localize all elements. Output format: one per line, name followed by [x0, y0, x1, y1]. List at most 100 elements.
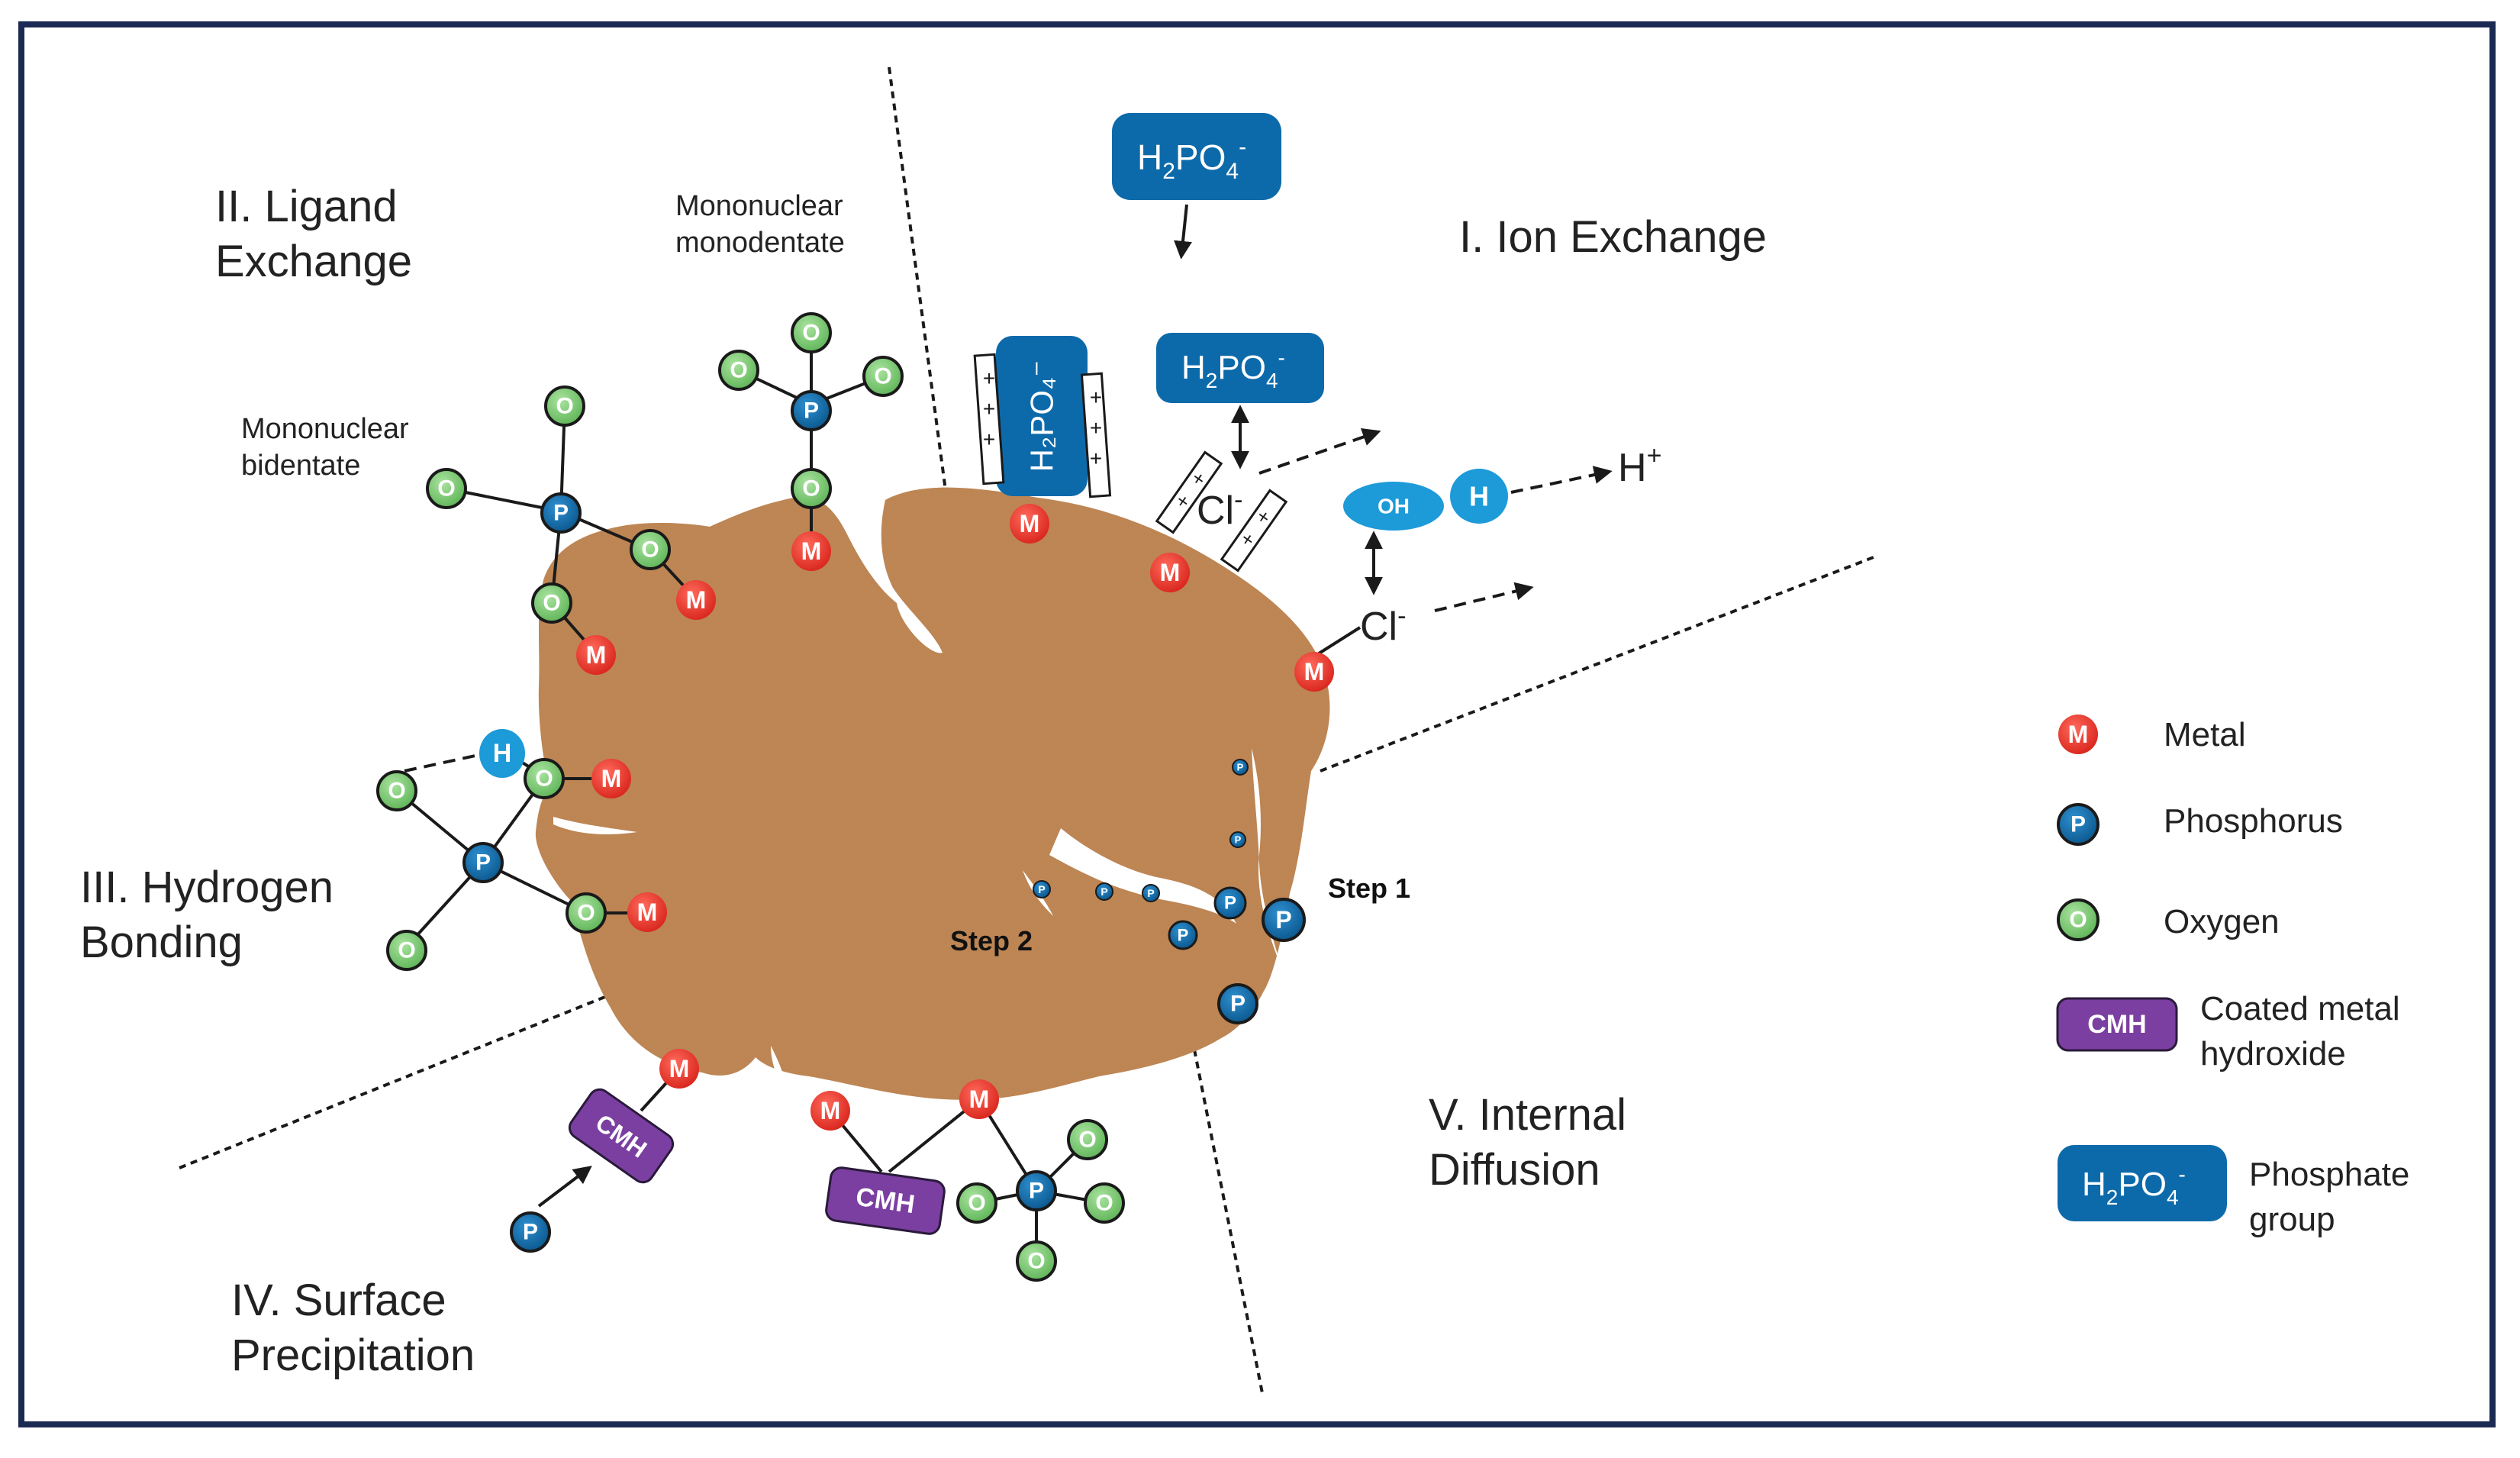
- legend-metal-label: Metal: [2164, 716, 2246, 753]
- divider-bottom: [1193, 1049, 1265, 1398]
- svg-text:P: P: [2070, 812, 2086, 837]
- oxygen-atom: O: [1084, 1182, 1125, 1224]
- hydrogen-atom: [479, 729, 525, 778]
- phosphorus-atom: P: [1016, 1170, 1057, 1211]
- svg-text:P: P: [1230, 992, 1245, 1017]
- legend-cmh-label-2: hydroxide: [2200, 1035, 2346, 1073]
- svg-text:P: P: [523, 1220, 538, 1245]
- arrow-p-to-cmh: [537, 1166, 592, 1208]
- phosphate-middle-label: H2PO4-: [1181, 346, 1285, 392]
- legend-oxygen-label: Oxygen: [2164, 903, 2280, 940]
- oxygen-atom: O: [791, 468, 832, 509]
- legend-oxygen-icon: [2057, 898, 2099, 941]
- phosphate-bound: [996, 336, 1088, 496]
- metal-atom: M: [1294, 652, 1334, 692]
- positive-plate-cl-right: + +: [1220, 489, 1288, 573]
- label-hydrogen-bonding-2: Bonding: [80, 918, 243, 967]
- svg-text:+: +: [1090, 385, 1102, 409]
- label-mononuclear-monodentate-2: monodentate: [675, 227, 845, 259]
- svg-text:+: +: [1090, 447, 1102, 470]
- oxygen-atom: O: [376, 770, 417, 811]
- divider-right: [1320, 556, 1874, 773]
- svg-text:O: O: [874, 364, 891, 389]
- legend-phosphate-label-1: Phosphate: [2249, 1156, 2409, 1193]
- divider-top: [888, 66, 948, 497]
- svg-text:O: O: [1027, 1249, 1045, 1274]
- phosphate-top: [1112, 113, 1281, 200]
- svg-text:O: O: [730, 358, 747, 383]
- svg-text:M: M: [969, 1085, 990, 1113]
- svg-text:O: O: [802, 321, 820, 346]
- phosphorus-atom: P: [1262, 898, 1306, 942]
- metal-atom: M: [591, 759, 631, 798]
- arrow-proton-release: [1510, 466, 1613, 494]
- legend-item-oxygen: O Oxygen: [2057, 898, 2280, 941]
- phosphorus-atom: P: [1142, 884, 1160, 902]
- svg-text:M: M: [820, 1097, 841, 1124]
- svg-text:P: P: [1275, 906, 1291, 934]
- internal-diffusion-group: V. Internal Diffusion Step 1 Step 2 P P …: [950, 759, 1626, 1195]
- legend-item-phosphorus: P Phosphorus: [2057, 802, 2343, 846]
- svg-text:P: P: [1147, 887, 1154, 899]
- crack-left: [553, 817, 637, 834]
- svg-text:O: O: [802, 476, 820, 502]
- phosphorus-atom: P: [791, 390, 832, 431]
- positive-plate-right: + + +: [1080, 372, 1112, 498]
- svg-text:O: O: [577, 901, 595, 926]
- arrow-phosphate-down: [1174, 204, 1192, 260]
- adsorbent-particle: [535, 487, 1330, 1100]
- svg-text:M: M: [2068, 721, 2089, 748]
- section-dividers: [179, 66, 1874, 1398]
- svg-text:+: +: [983, 427, 995, 451]
- legend-item-metal: M Metal: [2058, 714, 2246, 754]
- legend-cmh-label-1: Coated metal: [2200, 990, 2400, 1027]
- legend-item-cmh: CMH Coated metal hydroxide: [2056, 990, 2400, 1073]
- svg-text:M: M: [669, 1055, 690, 1082]
- bond-m-cl: [1315, 626, 1362, 656]
- pore-step2: [1049, 828, 1236, 924]
- proton: H+: [1618, 441, 1661, 490]
- phosphorus-atom: P: [1217, 983, 1258, 1024]
- metal-atom: M: [1150, 553, 1190, 592]
- phosphorus-atom: P: [1229, 831, 1246, 848]
- crack-bottom: [771, 1046, 786, 1095]
- oxygen-atom: O: [862, 356, 904, 397]
- label-surface-precipitation-1: IV. Surface: [231, 1276, 446, 1325]
- svg-text:O: O: [388, 779, 405, 804]
- particle-body: [535, 487, 1330, 1100]
- label-mononuclear-bidentate-1: Mononuclear: [241, 413, 409, 445]
- svg-text:H2PO4-: H2PO4-: [2082, 1163, 2186, 1209]
- legend-phosphorus-icon: [2057, 803, 2099, 846]
- svg-text:P: P: [1237, 762, 1244, 773]
- phosphorus-atom: P: [1168, 920, 1198, 950]
- svg-text:+: +: [1090, 416, 1102, 440]
- metal-atom: M: [810, 1091, 850, 1131]
- svg-text:P: P: [804, 398, 819, 424]
- oxygen-atom: O: [566, 892, 607, 934]
- svg-text:M: M: [637, 898, 658, 926]
- positive-plate-cl-left: + +: [1155, 450, 1223, 534]
- oxygen-atom: O: [1016, 1240, 1057, 1282]
- label-ligand-exchange-1: II. Ligand: [215, 182, 398, 231]
- metal-atom: M: [959, 1079, 999, 1119]
- phosphate-top-label: H2PO4-: [1137, 134, 1246, 184]
- metal-atom: M: [627, 892, 667, 932]
- positive-plate-left: + + +: [973, 353, 1005, 485]
- legend-metal-icon: [2058, 714, 2098, 754]
- label-internal-diffusion-2: Diffusion: [1429, 1145, 1600, 1195]
- phosphorus-atom: P: [510, 1211, 551, 1253]
- arrow-cl-release-lower: [1434, 582, 1534, 612]
- pore-step1: [1252, 748, 1282, 969]
- label-internal-diffusion-1: V. Internal: [1429, 1090, 1626, 1140]
- oxygen-atom: O: [718, 350, 759, 391]
- svg-text:CMH: CMH: [2087, 1010, 2146, 1039]
- svg-text:O: O: [1078, 1127, 1096, 1153]
- cmh-block: CMH: [568, 1088, 675, 1184]
- oxygen-atom: O: [630, 529, 671, 570]
- label-mononuclear-monodentate-1: Mononuclear: [675, 190, 843, 222]
- svg-text:O: O: [641, 537, 659, 563]
- phosphorus-atom: P: [1232, 759, 1249, 776]
- chloride-lower: Cl-: [1360, 602, 1406, 649]
- oxygen-atom: O: [426, 468, 467, 509]
